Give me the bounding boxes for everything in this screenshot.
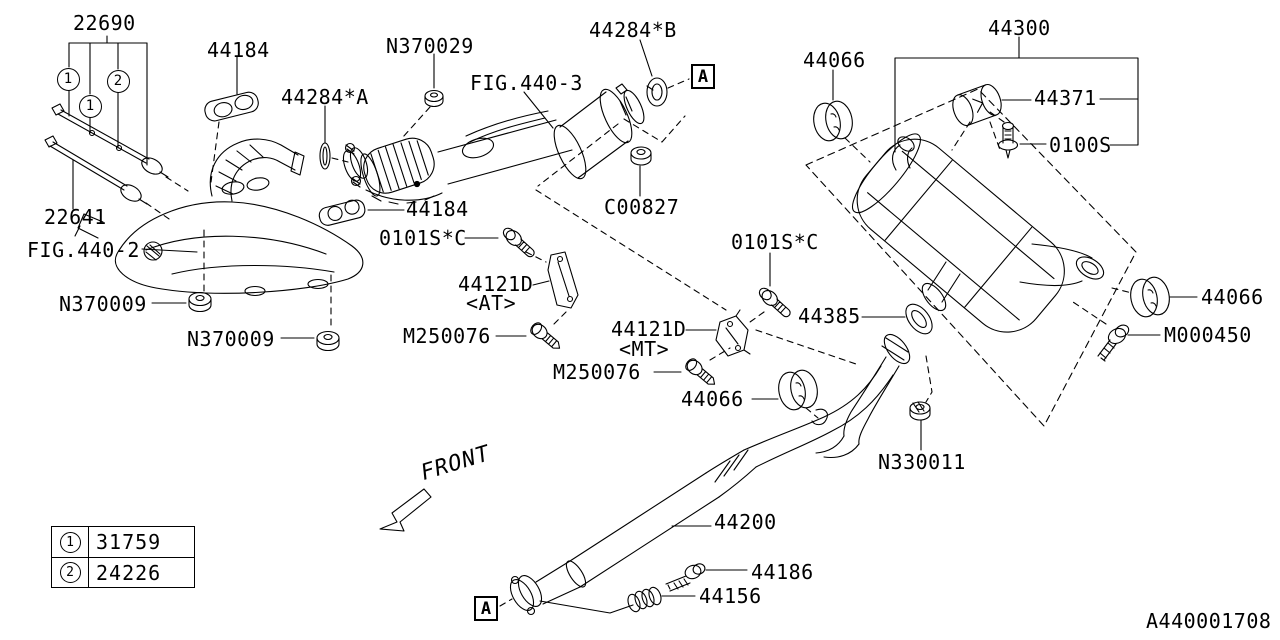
part-label-44284-B: 44284*B <box>589 18 677 42</box>
part-label-44121D-AT-note: <AT> <box>466 291 517 315</box>
part-label-44186: 44186 <box>751 560 814 584</box>
hanger-44066-top-left <box>813 69 871 163</box>
view-callout-A-top: A <box>691 64 715 89</box>
part-label-44066-top-left: 44066 <box>803 48 866 72</box>
legend-row: 1 31759 <box>52 527 194 557</box>
part-label-44200: 44200 <box>714 510 777 534</box>
part-label-0101S-C-right: 0101S*C <box>731 230 819 254</box>
part-label-44066-bottom: 44066 <box>681 387 744 411</box>
legend-circle-marker: 2 <box>59 562 81 583</box>
part-label-22641: 22641 <box>44 205 107 229</box>
part-label-22690: 22690 <box>73 11 136 35</box>
part-label-44121D-AT: 44121D <box>458 272 534 296</box>
part-label-FIG-440-2: FIG.440-2 <box>27 238 140 262</box>
center-pipe-art <box>499 365 894 616</box>
part-label-C00827: C00827 <box>604 195 680 219</box>
part-label-44121D-MT: 44121D <box>611 317 687 341</box>
part-label-44284-A: 44284*A <box>281 85 369 109</box>
circle-marker-1: 1 <box>56 67 80 91</box>
part-label-44300: 44300 <box>988 16 1051 40</box>
part-label-FIG-440-3: FIG.440-3 <box>470 71 583 95</box>
part-label-44184-top: 44184 <box>207 38 270 62</box>
legend-table: 1 31759 2 24226 <box>51 526 195 588</box>
part-label-N330011: N330011 <box>878 450 966 474</box>
oxygen-sensors-art <box>44 35 189 222</box>
bracket-fasteners-art <box>464 123 857 385</box>
part-label-N370009-a: N370009 <box>59 292 147 316</box>
muffler-art <box>751 36 1198 459</box>
view-callout-A-bottom: A <box>474 596 498 621</box>
hanger-44066-right <box>1111 276 1198 318</box>
part-label-N370029: N370029 <box>386 34 474 58</box>
part-label-0101S-C-left: 0101S*C <box>379 226 467 250</box>
legend-circle-marker: 1 <box>59 531 81 553</box>
part-label-M250076-b: M250076 <box>553 360 641 384</box>
front-pipe-art <box>319 39 690 205</box>
circle-marker-1: 1 <box>78 94 102 118</box>
part-label-N370009-b: N370009 <box>187 327 275 351</box>
part-label-M000450: M000450 <box>1164 323 1252 347</box>
part-label-M250076-a: M250076 <box>403 324 491 348</box>
figure-code: A440001708 <box>1146 609 1272 633</box>
part-label-44121D-MT-note: <MT> <box>619 337 670 361</box>
part-label-44371: 44371 <box>1034 86 1097 110</box>
front-arrow-icon <box>379 488 432 532</box>
manifold-art <box>74 55 405 352</box>
legend-marker-cell: 1 <box>52 527 89 557</box>
legend-row: 2 24226 <box>52 557 194 587</box>
part-label-44385: 44385 <box>798 304 861 328</box>
part-label-44156: 44156 <box>699 584 762 608</box>
legend-part-number: 24226 <box>96 560 162 585</box>
legend-marker-cell: 2 <box>52 558 89 587</box>
part-label-44066-right: 44066 <box>1201 285 1264 309</box>
part-label-0100S: 0100S <box>1049 133 1112 157</box>
hanger-44066-bottom <box>751 369 819 419</box>
part-label-44184-mid: 44184 <box>406 197 469 221</box>
legend-part-number: 31759 <box>96 530 162 554</box>
circle-marker-2: 2 <box>106 69 130 93</box>
